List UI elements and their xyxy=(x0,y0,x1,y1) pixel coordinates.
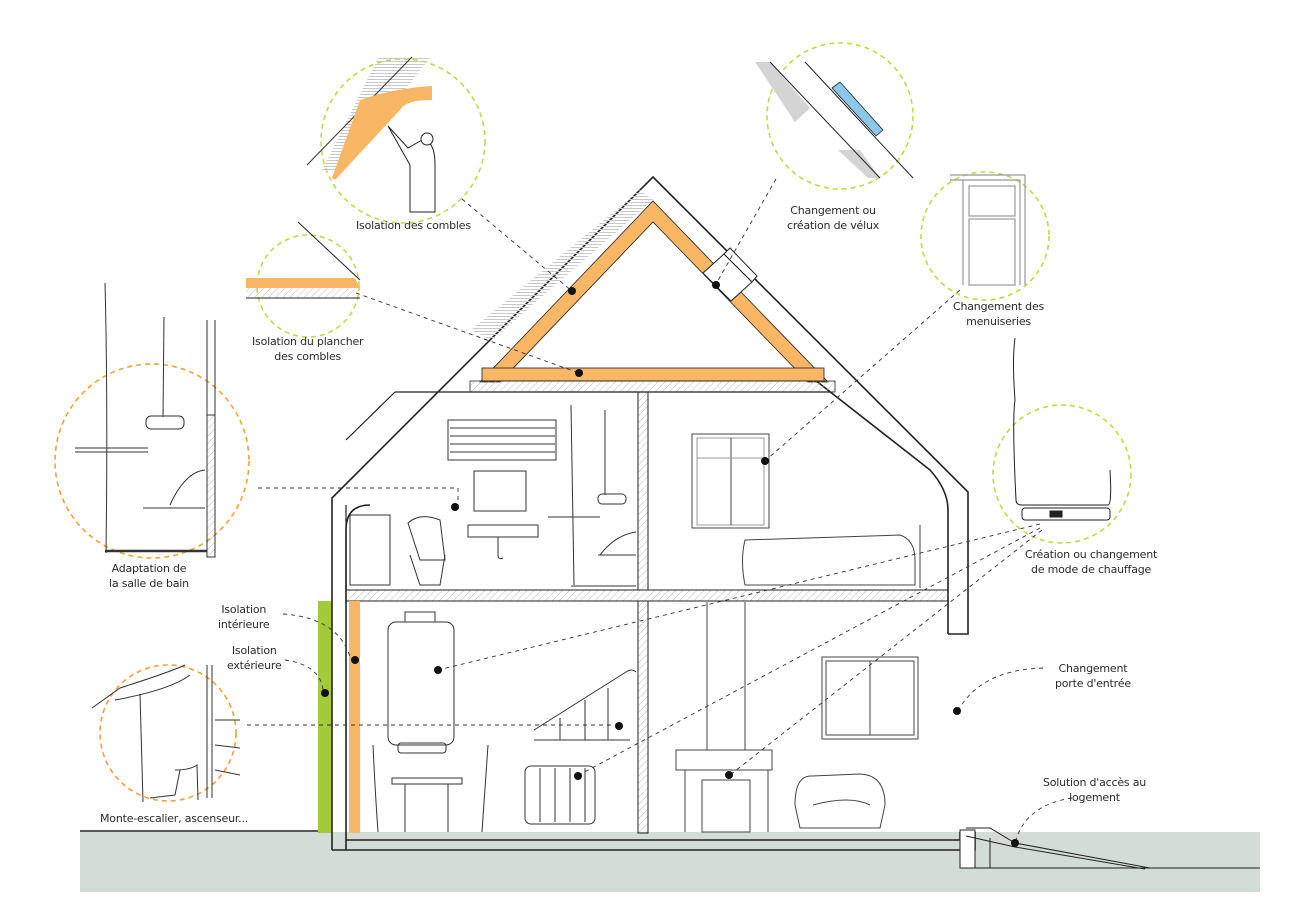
skylight xyxy=(702,247,758,302)
marker-bathroom xyxy=(451,503,459,511)
marker-fireplace xyxy=(725,771,733,779)
callout-attic-floor-detail xyxy=(246,221,361,299)
callout-joinery xyxy=(920,171,1050,301)
living-room-fixtures xyxy=(675,602,919,833)
callout-bathroom-detail xyxy=(75,282,216,558)
bedroom-fixtures xyxy=(691,433,921,588)
label-access: Solution d'accès au logement xyxy=(1043,776,1147,804)
access-ramp xyxy=(959,827,1151,870)
marker-skylight xyxy=(712,281,720,289)
partition-upper xyxy=(637,391,649,591)
callout-stairlift-detail xyxy=(91,664,241,803)
partition-lower xyxy=(637,600,649,834)
label-exterior-insulation: Isolation extérieure xyxy=(227,644,282,672)
label-bathroom: Adaptation de la salle de bain xyxy=(109,562,189,590)
interior-insulation-layer xyxy=(349,601,360,833)
label-front-door: Changement porte d'entrée xyxy=(1055,662,1131,690)
bathroom-fixtures xyxy=(349,404,637,587)
marker-exterior-insulation xyxy=(321,689,329,697)
label-joinery: Changement des menuiseries xyxy=(953,300,1045,328)
callout-attic-insulation-detail xyxy=(306,56,436,213)
marker-attic-floor xyxy=(575,369,583,377)
callout-bathroom xyxy=(54,363,250,559)
callout-joinery-detail xyxy=(950,174,1026,286)
marker-dots xyxy=(321,281,1019,847)
callout-circles xyxy=(54,42,1132,802)
upper-floor-slab xyxy=(345,589,949,602)
roof-hatch xyxy=(471,190,653,340)
marker-attic-insulation xyxy=(568,287,576,295)
ground-floor-fixtures xyxy=(372,611,637,833)
marker-front-door xyxy=(953,707,961,715)
label-attic-floor: Isolation du plancher des combles xyxy=(252,335,364,363)
exterior-insulation-layer xyxy=(318,601,332,833)
ground xyxy=(80,832,1260,892)
marker-joinery xyxy=(761,457,769,465)
attic-insulation xyxy=(469,200,836,393)
callout-attic-insulation xyxy=(320,58,486,224)
leader-lines xyxy=(247,178,1073,844)
callout-skylight-detail xyxy=(755,61,914,179)
callout-stairlift xyxy=(99,664,237,802)
callout-heating-detail xyxy=(1013,337,1112,521)
label-heating: Création ou changement de mode de chauff… xyxy=(1025,548,1158,576)
marker-access xyxy=(1011,839,1019,847)
label-stairlift: Monte-escalier, ascenseur... xyxy=(100,812,249,825)
marker-interior-insulation xyxy=(351,656,359,664)
callout-heating xyxy=(992,404,1132,544)
marker-radiator xyxy=(574,772,582,780)
marker-boiler xyxy=(434,666,442,674)
house-shell xyxy=(331,175,976,851)
callout-skylight xyxy=(766,42,914,190)
label-skylight: Changement ou création de vélux xyxy=(787,204,880,232)
label-interior-insulation: Isolation intérieure xyxy=(218,603,270,631)
marker-stairlift xyxy=(615,722,623,730)
label-attic-insulation: Isolation des combles xyxy=(356,219,471,232)
